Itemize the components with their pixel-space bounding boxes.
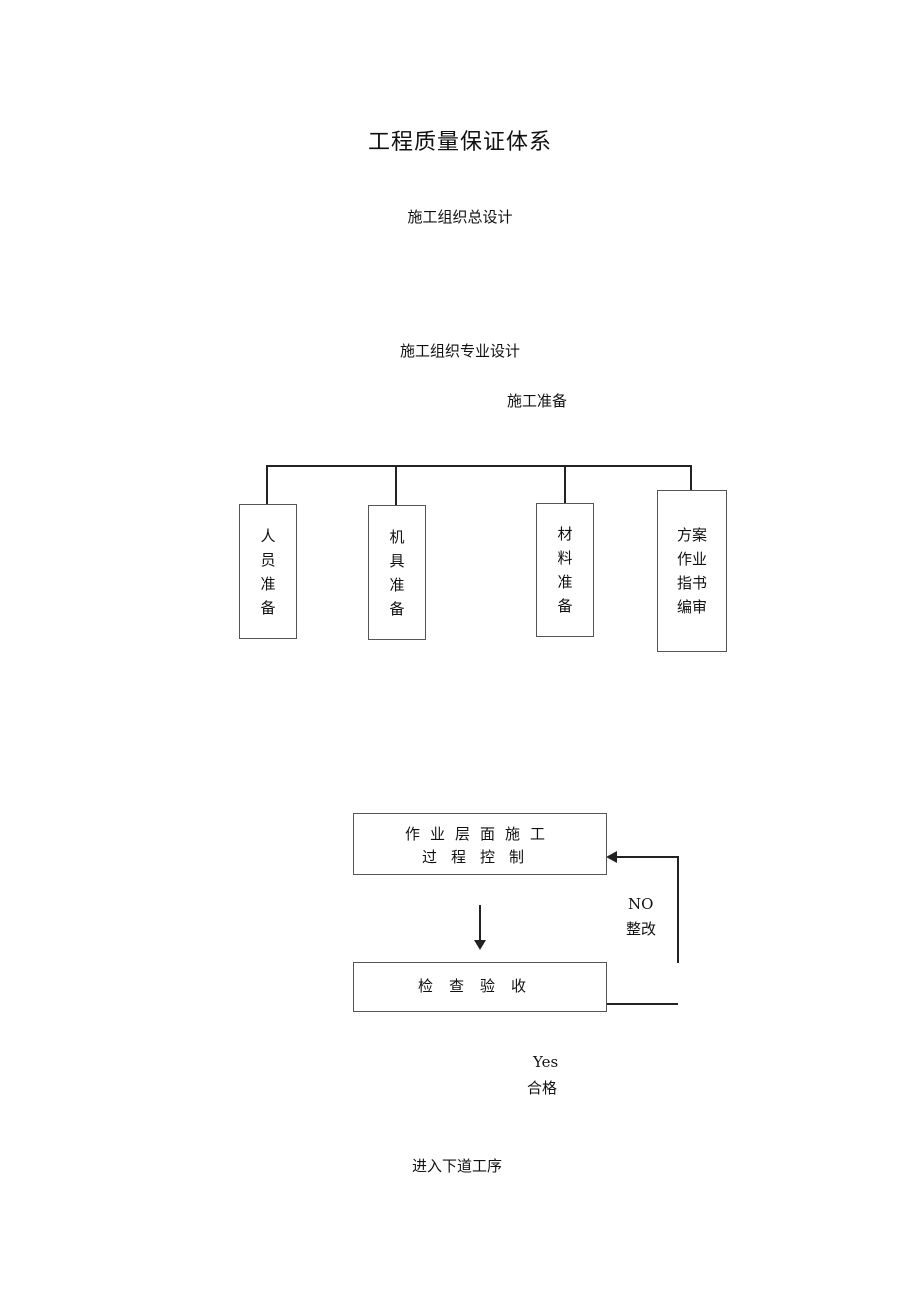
prep-materials-char: 材 [557, 525, 573, 543]
prep-plan-line: 编审 [676, 598, 707, 616]
overall-design-label: 施工组织总设计 [407, 208, 513, 226]
rectify-label: 整改 [626, 920, 657, 938]
prep-materials-char: 料 [557, 549, 573, 567]
next-step-label: 进入下道工序 [412, 1157, 503, 1175]
pass-label: 合格 [527, 1079, 558, 1097]
prep-plan-line: 指书 [676, 574, 707, 592]
prep-personnel-char: 备 [260, 598, 276, 617]
prep-personnel-char: 员 [260, 550, 276, 569]
prep-box-personnel: 人 员 准 备 [239, 504, 297, 639]
prep-equipment-char: 具 [389, 551, 405, 570]
prep-plan-line: 作业 [676, 550, 707, 568]
page-title: 工程质量保证体系 [367, 130, 552, 155]
prep-personnel-char: 人 [260, 526, 276, 545]
special-design-label: 施工组织专业设计 [399, 342, 520, 360]
construction-line1: 作业层面施工 [404, 825, 555, 843]
inspection-box: 检查验收 [353, 962, 607, 1012]
no-label: NO [628, 895, 654, 913]
prep-box-equipment: 机 具 准 备 [368, 505, 426, 640]
inspection-label: 检查验收 [417, 977, 542, 995]
prep-materials-char: 备 [557, 597, 573, 615]
construction-line2: 过程控制 [421, 848, 538, 866]
prep-equipment-char: 准 [389, 575, 405, 594]
prep-box-materials: 材 料 准 备 [536, 503, 594, 637]
feedback-arrow-head [606, 851, 617, 863]
down-arrow-head [474, 940, 486, 950]
prep-equipment-char: 机 [389, 527, 405, 546]
prep-materials-char: 准 [557, 573, 573, 591]
prep-box-plan-review: 方案 作业 指书 编审 [657, 490, 727, 652]
prep-plan-line: 方案 [676, 526, 707, 544]
yes-label: Yes [533, 1053, 559, 1071]
preparation-label: 施工准备 [507, 392, 568, 410]
prep-personnel-char: 准 [260, 574, 276, 593]
construction-control-box: 作业层面施工 过程控制 [353, 813, 607, 875]
prep-equipment-char: 备 [389, 599, 405, 618]
